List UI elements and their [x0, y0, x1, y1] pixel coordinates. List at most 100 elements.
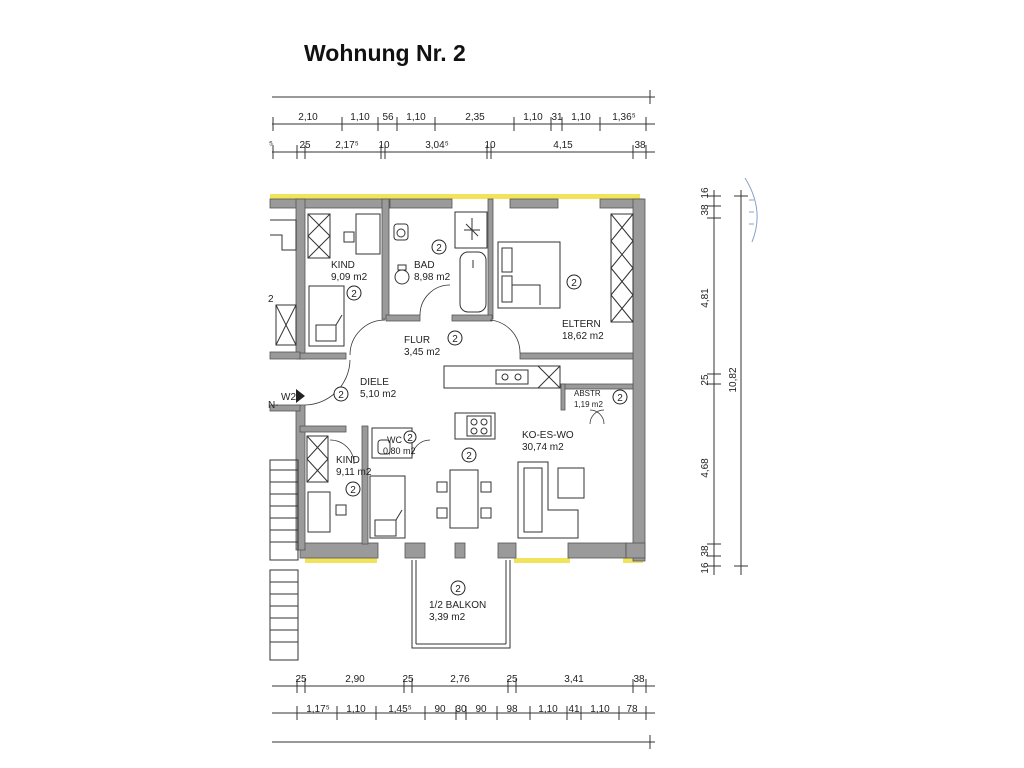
marker-abstr: 2	[612, 389, 628, 405]
dim-top1-0: 2,10	[298, 112, 318, 123]
dim-right-4: 4,68	[700, 458, 711, 478]
room-bad-name: BAD	[414, 260, 435, 271]
dim-top2-2: 2,17⁵	[335, 140, 359, 151]
room-labels: KIND 9,09 m2 BAD 8,98 m2 ELTERN 18,62 m2…	[331, 260, 604, 623]
dim-bottom1-1: 2,90	[345, 674, 365, 685]
apartment-markers: 2 2 2 2 2 2 2 2 2 2	[333, 239, 628, 596]
room-wc-name: WC	[387, 435, 402, 445]
dim-bottom1-6: 38	[633, 674, 645, 685]
svg-text:2: 2	[452, 334, 458, 345]
svg-text:2: 2	[407, 433, 413, 444]
room-diele-area: 5,10 m2	[360, 389, 397, 400]
dim-right-5: 38	[700, 545, 711, 557]
marker-bad: 2	[431, 239, 447, 255]
svg-text:2: 2	[338, 390, 344, 401]
marker-diele: 2	[333, 386, 349, 402]
room-eltern-area: 18,62 m2	[562, 331, 604, 342]
room-eltern-name: ELTERN	[562, 319, 601, 330]
dim-top2-6: 4,15	[553, 140, 573, 151]
dim-top2-4: 3,04⁵	[425, 140, 449, 151]
room-kowo-name: KO-ES-WO	[522, 430, 574, 441]
dim-bottom2-10: 78	[626, 704, 638, 715]
room-diele-name: DIELE	[360, 377, 389, 388]
dim-top1-4: 2,35	[465, 112, 485, 123]
svg-text:2: 2	[455, 584, 461, 595]
dim-right-1: 38	[700, 204, 711, 216]
neighbor-label: 2	[268, 294, 274, 305]
entrance-prefix: N-	[268, 400, 279, 411]
dim-bottom1-5: 3,41	[564, 674, 584, 685]
dim-bottom2-2: 1,45⁵	[388, 704, 412, 715]
right-dimension-labels: 16 38 4,81 25 4,68 38 16 10,82	[700, 187, 739, 574]
dim-bottom2-9: 1,10	[590, 704, 610, 715]
svg-text:2: 2	[617, 393, 623, 404]
room-abstr-area: 1,19 m2	[574, 400, 603, 409]
dim-right-6: 16	[700, 562, 711, 574]
plan-title: Wohnung Nr. 2	[304, 40, 466, 66]
room-kowo-area: 30,74 m2	[522, 442, 564, 453]
dim-bottom2-8: 41	[568, 704, 580, 715]
dim-bottom2-1: 1,10	[346, 704, 366, 715]
dim-right-2: 4,81	[700, 288, 711, 308]
room-kind2-name: KIND	[336, 455, 360, 466]
marker-kind2: 2	[345, 481, 361, 497]
room-kind1-area: 9,09 m2	[331, 272, 368, 283]
dim-bottom2-7: 1,10	[538, 704, 558, 715]
marker-kowo: 2	[461, 447, 477, 463]
room-kind1-name: KIND	[331, 260, 355, 271]
dim-bottom2-4: 30	[455, 704, 467, 715]
marker-kind1: 2	[346, 285, 362, 301]
dim-top1-8: 1,36⁵	[612, 112, 636, 123]
marker-balkon: 2	[450, 580, 466, 596]
svg-text:2: 2	[350, 485, 356, 496]
dim-top2-1: 25	[299, 140, 311, 151]
marker-eltern: 2	[566, 274, 582, 290]
room-abstr-name: ABSTR	[574, 389, 601, 398]
top-dimension-labels: 2,10 1,10 56 1,10 2,35 1,10 31 1,10 1,36…	[269, 112, 646, 151]
dim-top2-5: 10	[484, 140, 496, 151]
windows	[270, 194, 643, 563]
dim-top1-2: 56	[382, 112, 394, 123]
dim-right-0: 16	[700, 187, 711, 199]
entrance-arrow-icon	[296, 389, 305, 403]
dim-bottom1-4: 25	[506, 674, 518, 685]
marker-flur: 2	[447, 330, 463, 346]
entrance-code: W2	[281, 392, 296, 403]
dim-top1-3: 1,10	[406, 112, 426, 123]
right-dimension-lines	[707, 190, 748, 575]
dim-top1-5: 1,10	[523, 112, 543, 123]
svg-text:2: 2	[351, 289, 357, 300]
room-flur-area: 3,45 m2	[404, 347, 441, 358]
dim-top2-0: ⁵	[269, 140, 273, 151]
svg-text:2: 2	[466, 451, 472, 462]
room-balkon-area: 3,39 m2	[429, 612, 466, 623]
dim-bottom1-3: 2,76	[450, 674, 470, 685]
dim-top1-6: 31	[551, 112, 563, 123]
room-wc-area: 0,80 m2	[383, 446, 416, 456]
stamp-fragment	[744, 177, 758, 243]
walls	[269, 198, 646, 562]
bottom-dimension-labels: 25 2,90 25 2,76 25 3,41 38 1,17⁵ 1,10 1,…	[295, 674, 645, 715]
dim-top2-3: 10	[378, 140, 390, 151]
dim-top1-1: 1,10	[350, 112, 370, 123]
marker-wc: 2	[403, 430, 417, 444]
dim-top2-7: 38	[634, 140, 646, 151]
dim-bottom2-5: 90	[475, 704, 487, 715]
dim-bottom2-6: 98	[506, 704, 518, 715]
dim-top1-7: 1,10	[571, 112, 591, 123]
svg-text:2: 2	[436, 243, 442, 254]
room-balkon-name: 1/2 BALKON	[429, 600, 486, 611]
dim-bottom2-0: 1,17⁵	[306, 704, 330, 715]
top-dimension-lines	[272, 90, 655, 159]
dim-right-total: 10,82	[728, 367, 739, 392]
dim-bottom2-3: 90	[434, 704, 446, 715]
room-flur-name: FLUR	[404, 335, 430, 346]
svg-text:2: 2	[571, 278, 577, 289]
dim-right-3: 25	[700, 374, 711, 386]
dim-bottom1-0: 25	[295, 674, 307, 685]
dim-bottom1-2: 25	[402, 674, 414, 685]
bottom-dimension-lines	[272, 679, 655, 749]
room-kind2-area: 9,11 m2	[336, 467, 372, 478]
room-bad-area: 8,98 m2	[414, 272, 451, 283]
